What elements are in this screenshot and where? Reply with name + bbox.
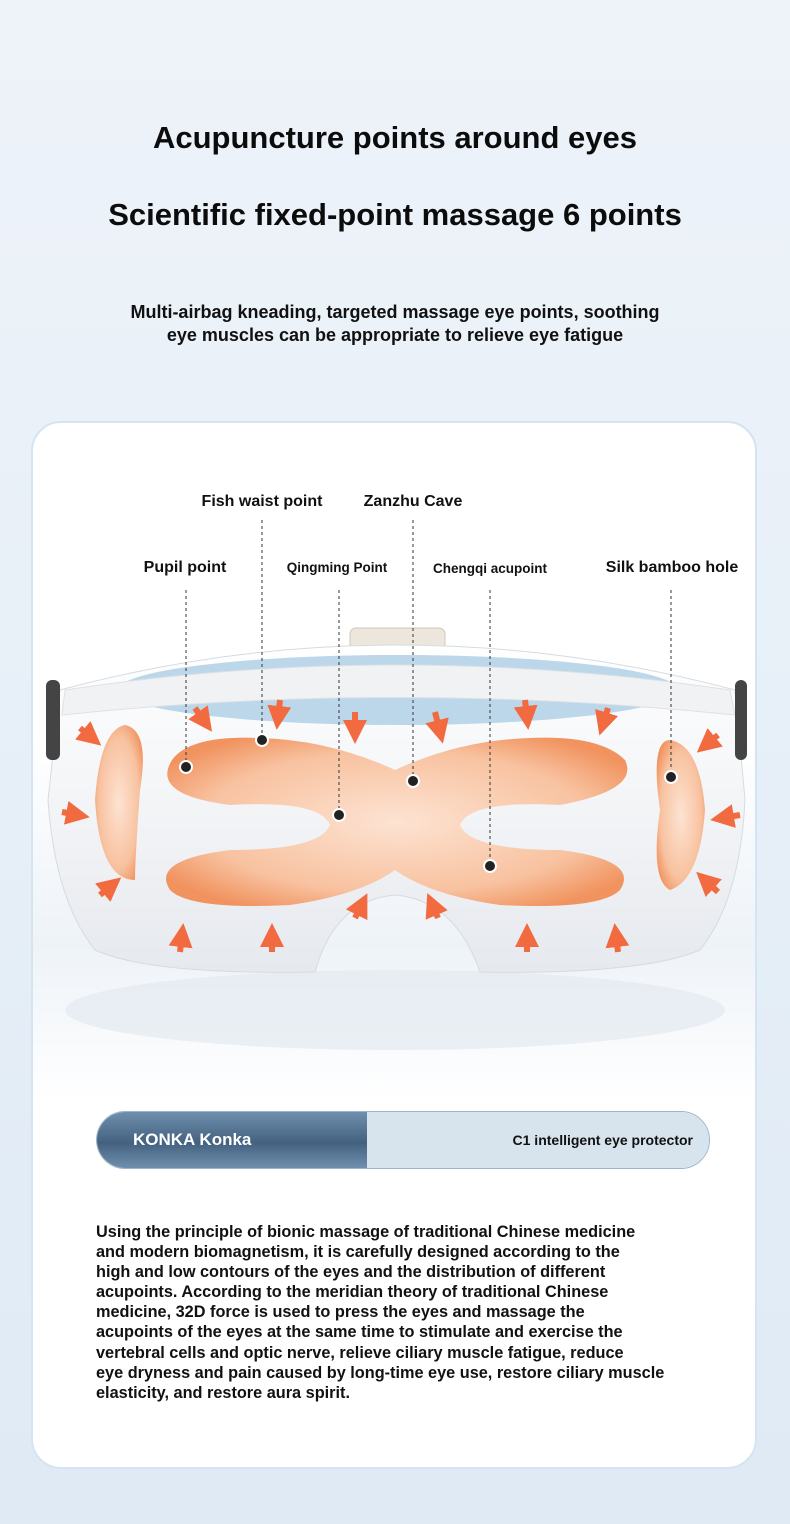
subtitle-line: Multi-airbag kneading, targeted massage … xyxy=(130,302,660,322)
subtitle-line: eye muscles can be appropriate to reliev… xyxy=(166,325,624,345)
point-label-pupil: Pupil point xyxy=(143,559,227,576)
description-line: Using the principle of bionic massage of… xyxy=(96,1223,636,1241)
description-line: and modern biomagnetism, it is carefully… xyxy=(96,1243,620,1262)
leader-lines xyxy=(185,520,672,866)
description-line: elasticity, and restore aura spirit. xyxy=(96,1383,350,1402)
brand-name: KONKA Konka xyxy=(97,1112,367,1168)
description: Using the principle of bionic massage of… xyxy=(96,1222,664,1403)
acupoint-markers xyxy=(179,733,678,873)
air-pad xyxy=(166,737,628,906)
description-line: acupoints. According to the meridian the… xyxy=(96,1283,609,1302)
point-label-qingming: Qingming Point xyxy=(286,560,388,575)
point-label-zanzhu: Zanzhu Cave xyxy=(363,493,463,510)
page-title: Acupuncture points around eyes xyxy=(152,120,637,155)
point-label-fish-waist: Fish waist point xyxy=(201,493,323,510)
point-label-chengqi: Chengqi acupoint xyxy=(433,561,547,576)
description-line: eye dryness and pain caused by long-time… xyxy=(96,1363,665,1382)
brand-banner: KONKA Konka C1 intelligent eye protector xyxy=(96,1111,710,1169)
pressure-arrows xyxy=(61,699,741,953)
product-name: C1 intelligent eye protector xyxy=(367,1112,709,1168)
description-line: high and low contours of the eyes and th… xyxy=(96,1263,606,1282)
point-label-silk-bamboo: Silk bamboo hole xyxy=(605,559,739,576)
description-line: vertebral cells and optic nerve, relieve… xyxy=(96,1343,624,1362)
page-subtitle: Scientific fixed-point massage 6 points xyxy=(108,197,682,232)
eye-mask-illustration xyxy=(46,520,747,1050)
subtitle: Multi-airbag kneading, targeted massage … xyxy=(0,301,790,347)
description-line: medicine, 32D force is used to press the… xyxy=(96,1303,585,1322)
description-line: acupoints of the eyes at the same time t… xyxy=(96,1323,623,1342)
